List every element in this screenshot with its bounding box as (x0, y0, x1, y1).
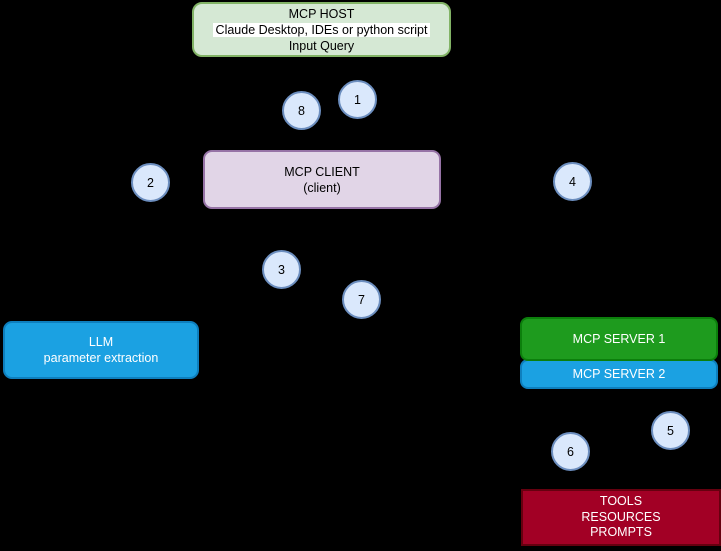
step-circle-8: 8 (282, 91, 321, 130)
mcp-host-box: MCP HOST Claude Desktop, IDEs or python … (192, 2, 451, 57)
prompts-label: PROMPTS (590, 525, 652, 540)
mcp-server-2-box: MCP SERVER 2 (520, 359, 718, 389)
mcp-client-title: MCP CLIENT (284, 164, 360, 179)
tools-label: TOOLS (599, 494, 643, 509)
llm-title: LLM (88, 335, 114, 349)
step-circle-3: 3 (262, 250, 301, 289)
step-circle-4: 4 (553, 162, 592, 201)
mcp-server-1-label: MCP SERVER 1 (572, 332, 666, 346)
mcp-server-2-label: MCP SERVER 2 (572, 367, 666, 381)
llm-subtitle: parameter extraction (43, 351, 159, 365)
mcp-host-title: MCP HOST (288, 6, 355, 21)
tools-resources-prompts-box: TOOLS RESOURCES PROMPTS (521, 489, 721, 546)
step-circle-1: 1 (338, 80, 377, 119)
step-circle-5: 5 (651, 411, 690, 450)
mcp-server-1-box: MCP SERVER 1 (520, 317, 718, 361)
step-circle-6: 6 (551, 432, 590, 471)
mcp-host-subtitle: Claude Desktop, IDEs or python script (212, 22, 431, 37)
llm-box: LLM parameter extraction (3, 321, 199, 379)
mcp-client-box: MCP CLIENT (client) (203, 150, 441, 209)
mcp-host-input-query: Input Query (288, 38, 355, 53)
step-circle-7: 7 (342, 280, 381, 319)
resources-label: RESOURCES (581, 509, 661, 524)
step-circle-2: 2 (131, 163, 170, 202)
mcp-client-subtitle: (client) (303, 180, 341, 195)
